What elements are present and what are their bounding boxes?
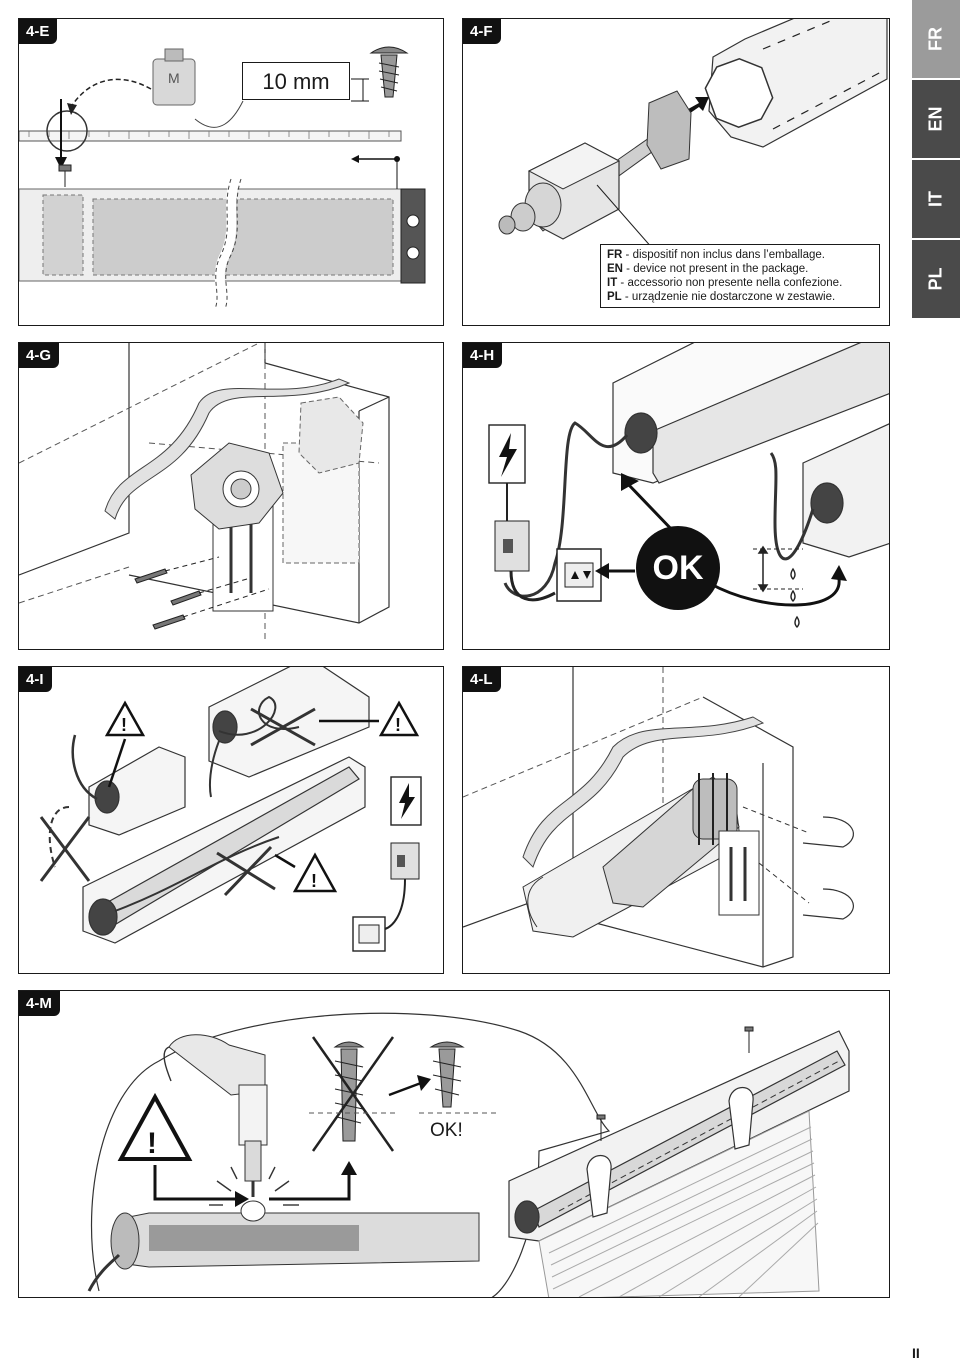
ok-label: OK! <box>430 1120 463 1141</box>
warning-symbol: ! <box>311 871 317 891</box>
water-drop-icon <box>790 567 800 628</box>
panel-label: 4-L <box>463 667 501 692</box>
screw-fixing-illustration: ! <box>87 1012 850 1297</box>
lang-tab-it[interactable]: IT <box>912 160 960 240</box>
warning-symbol: ! <box>395 715 401 735</box>
panel-4l: 4-L <box>462 666 890 974</box>
cable-routing-warning-illustration: ! ! ! <box>39 667 422 952</box>
tube-fitting-illustration <box>463 667 854 968</box>
up-down-switch-icon <box>352 916 386 952</box>
note-line-en: EN - device not present in the package. <box>607 263 809 275</box>
panel-label: 4-I <box>19 667 52 692</box>
ok-badge: OK <box>636 526 720 610</box>
note-line-it: IT - accessorio non presente nella confe… <box>607 277 843 289</box>
electric-hazard-icon <box>390 776 422 826</box>
screw-icon <box>429 1041 465 1108</box>
lang-tab-en[interactable]: EN <box>912 80 960 160</box>
screw-icon <box>134 568 202 630</box>
panel-4e: 4-E <box>18 18 444 326</box>
lang-tab-label: FR <box>925 27 946 51</box>
drill-icon <box>163 1034 268 1197</box>
warning-symbol: ! <box>147 1127 157 1160</box>
lang-tab-label: PL <box>925 267 946 291</box>
tube-measure-illustration <box>19 46 426 311</box>
lang-tab-pl[interactable]: PL <box>912 240 960 320</box>
warning-symbol: ! <box>121 715 127 735</box>
panel-4i: 4-I ! <box>18 666 444 974</box>
panel-4h: 4-H <box>462 342 890 650</box>
panel-label: 4-F <box>463 19 501 44</box>
electric-hazard-icon <box>488 424 526 484</box>
bracket-mount-illustration <box>19 343 390 643</box>
circuit-breaker-icon <box>494 520 530 572</box>
device-not-included-note: FR - dispositif non inclus dans l’emball… <box>600 244 880 308</box>
motor-mark: M <box>168 70 180 86</box>
screw-icon <box>369 46 409 98</box>
up-down-switch-icon <box>556 548 602 602</box>
measure-label: 10 mm <box>242 62 350 100</box>
panel-label: 4-E <box>19 19 58 44</box>
panel-label: 4-M <box>19 991 60 1016</box>
cable-drip-loop-illustration <box>488 343 889 628</box>
warning-icon <box>117 1092 193 1161</box>
lang-tab-fr[interactable]: FR <box>912 0 960 80</box>
language-tabs: FR EN IT PL <box>912 0 960 330</box>
panel-label: 4-G <box>19 343 60 368</box>
adapter-illustration <box>498 19 888 250</box>
lang-tab-label: IT <box>925 191 946 207</box>
page-number: II <box>912 1345 920 1361</box>
note-line-fr: FR - dispositif non inclus dans l’emball… <box>607 249 825 261</box>
warning-icon <box>104 700 420 893</box>
lang-tab-label: EN <box>925 106 946 132</box>
note-line-pl: PL - urządzenie nie dostarczone w zestaw… <box>607 291 836 303</box>
panel-4m: 4-M ! <box>18 990 890 1298</box>
panel-4g: 4-G <box>18 342 444 650</box>
circuit-breaker-icon <box>390 842 420 880</box>
panel-label: 4-H <box>463 343 503 368</box>
screw-icon <box>333 1041 365 1142</box>
